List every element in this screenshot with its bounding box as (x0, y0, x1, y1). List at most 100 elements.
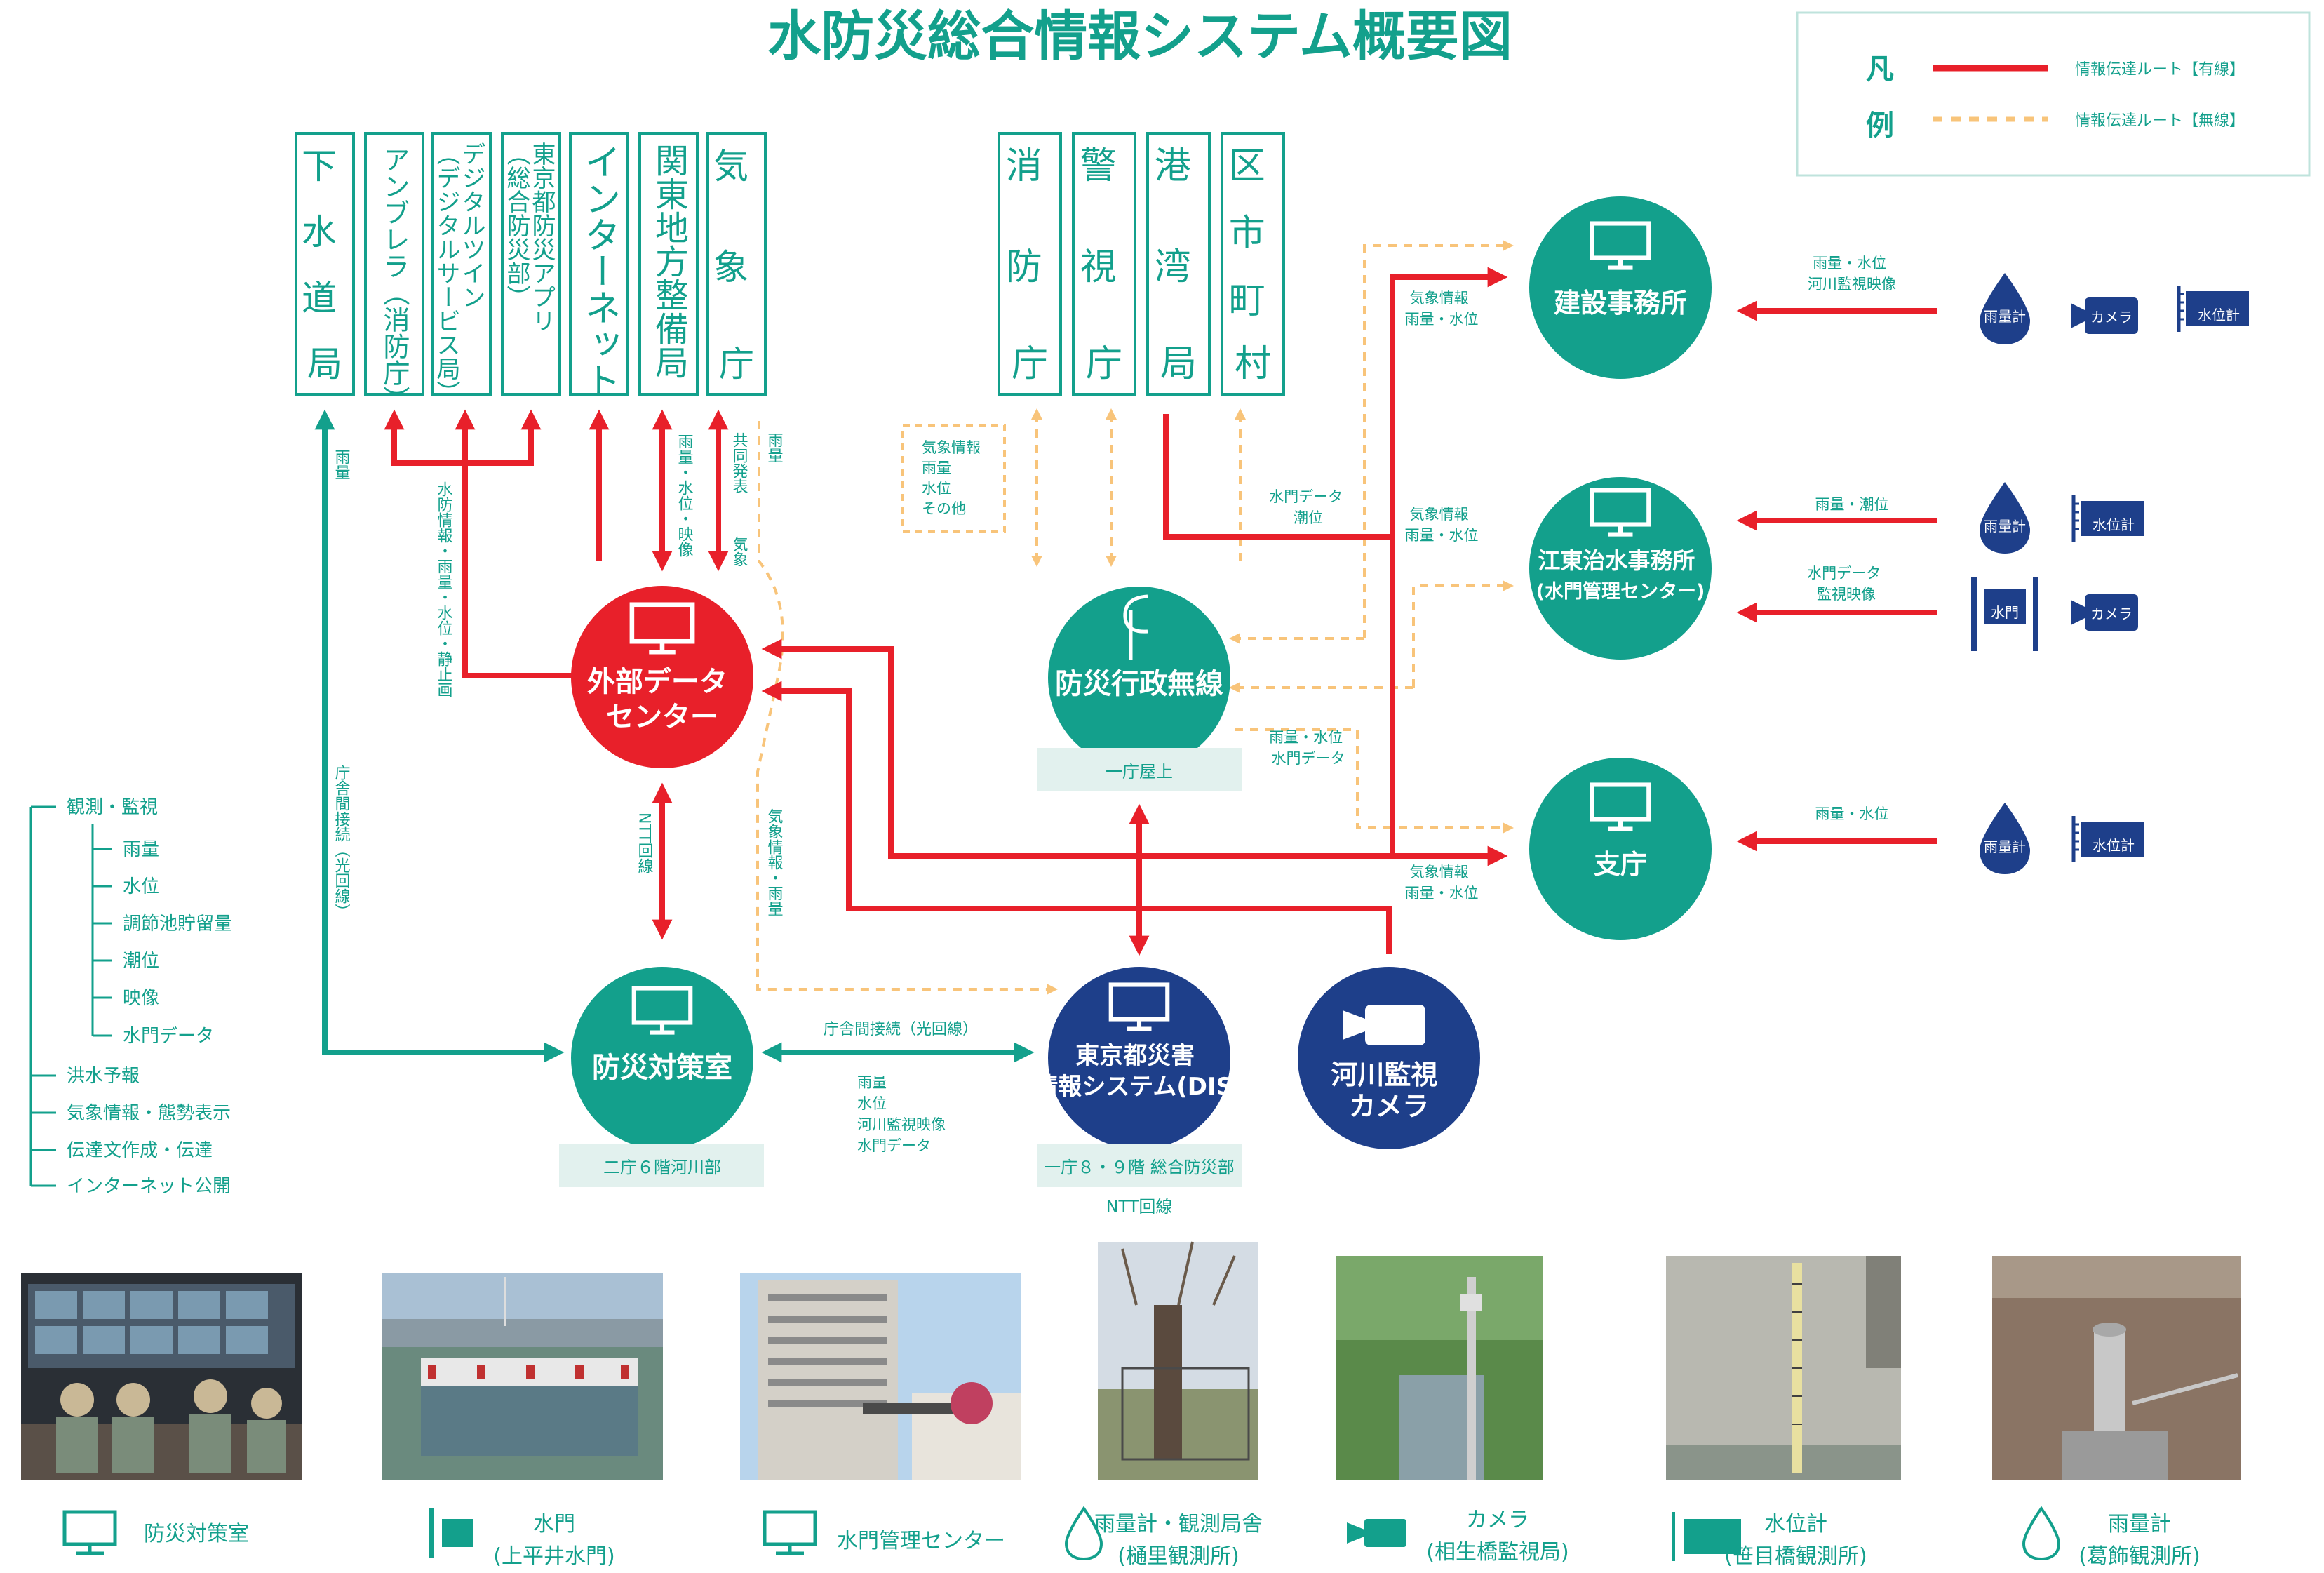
caption-5: カメラ (相生橋監視局) (1347, 1508, 1569, 1565)
svg-text:雨量計: 雨量計 (2108, 1512, 2171, 1537)
label-kisho: 気象 (730, 536, 748, 567)
taisaku-location-badge (559, 1144, 764, 1187)
dis-ntt-label: NTT回線 (1106, 1197, 1173, 1217)
camera-icon: カメラ (2071, 594, 2138, 631)
node-river-camera: 河川監視 カメラ (1298, 967, 1480, 1149)
wireless-info-text: 気象情報 雨量 水位 その他 (922, 439, 986, 517)
water-level-gauge-icon: 水位計 (2074, 816, 2144, 862)
function-reservoir: 調節池貯留量 (123, 913, 232, 935)
caption-6: 水位計 (笹目橋観測所) (1672, 1512, 1867, 1569)
svg-text:東京都災害 情報システム(DIS): 東京都災害 情報システム(DIS) (1034, 1042, 1244, 1101)
function-internet: インターネット公開 (67, 1176, 231, 1197)
label-gesuido-rain: 雨量 (333, 449, 350, 480)
antenna-icon (1123, 594, 1148, 660)
caption-1: 防災対策室 (62, 1510, 249, 1555)
label-suimon-choi: 水門データ 潮位 (1269, 488, 1348, 526)
device-row-koto-2: 水門 カメラ (1974, 577, 2138, 651)
water-level-gauge-icon: 水位計 (2179, 286, 2249, 332)
agency-digitaltwin: デジタルツイン （デジタルサービス局） (432, 142, 485, 404)
label-choshakan-left: 庁舎間接続（光回線） (333, 765, 351, 919)
agency-shobocho: 消 防 庁 (1006, 145, 1054, 385)
function-root-observation: 観測・監視 (67, 797, 158, 818)
label-shicho-in: 気象情報 雨量・水位 (1405, 864, 1479, 902)
svg-text:水位計: 水位計 (1764, 1512, 1827, 1537)
photo-captions: 防災対策室 水門 (上平井水門) 水門管理センター 雨量計・観測局舎 (樋里観測… (62, 1506, 2201, 1569)
svg-text:雨量計: 雨量計 (1984, 308, 2026, 325)
legend: 凡 例 情報伝達ルート【有線】 情報伝達ルート【無線】 (1796, 11, 2311, 177)
monitor-icon (763, 1510, 817, 1555)
agency-kowan: 港 湾 局 (1155, 145, 1203, 385)
svg-text:水門管理センター: 水門管理センター (837, 1529, 1005, 1553)
node-kensetsu: 建設事務所 (1529, 196, 1712, 379)
label-koto-in: 気象情報 雨量・水位 (1405, 506, 1479, 544)
photo-water-gate (382, 1273, 663, 1480)
rain-gauge-icon: 雨量計 (1980, 803, 2030, 874)
water-gate-icon (429, 1508, 473, 1558)
label-choshakan-mid: 庁舎間接続（光回線） (824, 1021, 978, 1038)
svg-text:(上平井水門): (上平井水門) (493, 1544, 614, 1569)
rain-drop-icon (2022, 1506, 2061, 1561)
svg-text:防災対策室: 防災対策室 (144, 1522, 249, 1546)
device-row-kensetsu: 雨量計 カメラ 水位計 (1980, 273, 2249, 344)
caption-2: 水門 (上平井水門) (429, 1508, 615, 1569)
agency-gesuido: 下 水 道 局 (302, 146, 348, 384)
legend-wireless-label: 情報伝達ルート【無線】 (2075, 112, 2245, 130)
photo-management-center (740, 1273, 1021, 1480)
water-gate-icon: 水門 (1974, 577, 2036, 651)
svg-text:防災対策室: 防災対策室 (592, 1052, 732, 1084)
label-kanto-data: 雨量・水位・映像 (676, 434, 694, 557)
musen-location-badge (1037, 748, 1242, 791)
function-gate-data: 水門データ (123, 1026, 214, 1047)
svg-text:建設事務所: 建設事務所 (1554, 288, 1687, 319)
caption-7: 雨量計 (葛飾観測所) (2022, 1506, 2201, 1569)
label-kyodo: 共同発表 (730, 432, 748, 494)
svg-text:水位計: 水位計 (2093, 837, 2135, 854)
svg-text:支庁: 支庁 (1594, 849, 1647, 880)
svg-text:水位計: 水位計 (2093, 516, 2135, 533)
rain-drop-icon (1064, 1506, 1103, 1561)
photo-rain-gauge (1992, 1256, 2241, 1480)
node-bosai-taisaku: 防災対策室 二庁６階河川部 (559, 967, 764, 1187)
functions-tree: 観測・監視 雨量 水位 調節池貯留量 潮位 映像 水門データ 洪水予報 気象情報… (29, 797, 232, 1197)
rain-gauge-icon: 雨量計 (1980, 273, 2030, 344)
legend-wired-label: 情報伝達ルート【有線】 (2075, 61, 2245, 79)
function-weather-display: 気象情報・態勢表示 (67, 1103, 231, 1124)
svg-text:水門: 水門 (1991, 604, 2019, 621)
agency-group-left: 下 水 道 局 アンブレラ（消防庁） デジタルツイン （デジタルサービス局） 東… (295, 132, 767, 413)
video-camera-icon (1343, 1005, 1425, 1045)
water-level-gauge-icon: 水位計 (2074, 495, 2144, 542)
node-bosai-musen: 防災行政無線 一庁屋上 (1037, 587, 1242, 791)
svg-text:雨量計: 雨量計 (1984, 518, 2026, 535)
label-koto-src1: 雨量・潮位 (1815, 496, 1889, 513)
svg-text:河川監視 カメラ: 河川監視 カメラ (1331, 1059, 1446, 1122)
svg-text:雨量計: 雨量計 (1984, 838, 2026, 855)
svg-text:カメラ: カメラ (1466, 1508, 1529, 1532)
wireless-info-box (901, 424, 1006, 533)
function-video: 映像 (123, 988, 159, 1009)
photo-level-station (1666, 1256, 1901, 1480)
rain-gauge-icon: 雨量計 (1980, 482, 2030, 554)
agency-kushichoson: 区 市 町 村 (1229, 145, 1277, 385)
photo-rain-station (1098, 1241, 1258, 1480)
svg-text:外部データ センター: 外部データ センター (587, 666, 737, 733)
legend-heading-bottom: 例 (1866, 109, 1894, 142)
svg-text:水位計: 水位計 (2198, 307, 2240, 323)
svg-text:(樋里観測所): (樋里観測所) (1117, 1544, 1239, 1569)
function-message: 伝達文作成・伝達 (67, 1140, 213, 1161)
label-koto-src2: 水門データ 監視映像 (1807, 565, 1886, 603)
label-ntt: NTT回線 (636, 812, 654, 873)
device-row-shicho: 雨量計 水位計 (1980, 803, 2144, 874)
agency-keishicho: 警 視 庁 (1080, 145, 1129, 385)
agency-kishocho: 気 象 庁 (713, 146, 760, 384)
svg-text:(相生橋監視局): (相生橋監視局) (1426, 1540, 1569, 1565)
svg-text:雨量計・観測局舎: 雨量計・観測局舎 (1094, 1512, 1263, 1537)
musen-location-label: 一庁屋上 (1106, 762, 1173, 782)
water-level-icon (1672, 1512, 1741, 1561)
function-rain: 雨量 (123, 839, 159, 860)
label-shicho-src: 雨量・水位 (1815, 805, 1889, 822)
label-kisho-rain2: 気象情報・雨量 (765, 808, 784, 916)
legend-heading-top: 凡 (1866, 53, 1894, 86)
node-gaibu-data-center: 外部データ センター (571, 586, 753, 768)
label-mid-data: 雨量 水位 河川監視映像 水門データ (857, 1074, 951, 1154)
